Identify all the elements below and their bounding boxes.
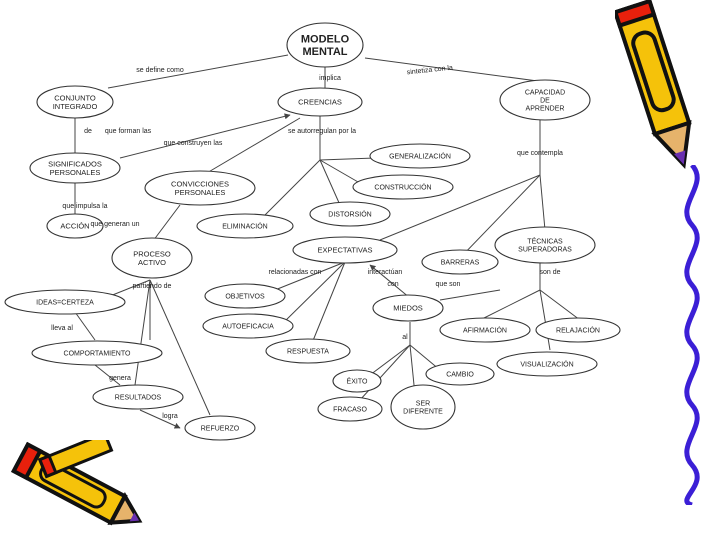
edge-label-que-construyen: que construyen las	[164, 140, 223, 147]
edge-label-que-generan: que generan un	[90, 221, 139, 228]
node-label: CAMBIO	[446, 371, 474, 378]
node-generalizacion: GENERALIZACIÓN	[370, 144, 470, 168]
node-label: ÉXITO	[347, 376, 368, 385]
node-visualizacion: VISUALIZACIÓN	[497, 352, 597, 376]
edge-label-genera: genera	[109, 375, 131, 382]
node-label: APRENDER	[526, 106, 565, 113]
node-label: TÉCNICAS	[527, 236, 563, 245]
edge-label-que-forman: que forman las	[105, 128, 152, 135]
edge-label-son-de: son de	[539, 269, 560, 276]
node-label: EXPECTATIVAS	[317, 246, 372, 255]
node-label: COMPORTAMIENTO	[64, 350, 131, 357]
edge-label-interactuan: interactúan	[368, 269, 403, 276]
node-label: AFIRMACIÓN	[463, 325, 507, 334]
node-label: ACTIVO	[138, 258, 166, 267]
node-label: OBJETIVOS	[225, 293, 265, 300]
node-label: SUPERADORAS	[518, 246, 572, 253]
node-miedos: MIEDOS	[373, 295, 443, 321]
edge-label-al: al	[402, 334, 408, 341]
node-label: PERSONALES	[50, 168, 101, 177]
node-significados: SIGNIFICADOSPERSONALES	[30, 153, 120, 183]
node-relajacion: RELAJACIÓN	[536, 318, 620, 342]
node-eliminacion: ELIMINACIÓN	[197, 214, 293, 238]
node-label: GENERALIZACIÓN	[389, 151, 451, 160]
node-label: DISTORSIÓN	[328, 209, 371, 218]
node-label: CREENCIAS	[298, 98, 342, 107]
node-label: MIEDOS	[393, 304, 423, 313]
node-label: MENTAL	[302, 46, 347, 58]
node-refuerzo: REFUERZO	[185, 416, 255, 440]
node-autoeficacia: AUTOEFICACIA	[203, 314, 293, 338]
node-label: CAPACIDAD	[525, 89, 565, 96]
node-cambio: CAMBIO	[426, 363, 494, 385]
node-barreras: BARRERAS	[422, 250, 498, 274]
node-objetivos: OBJETIVOS	[205, 284, 285, 308]
node-fracaso: FRACASO	[318, 397, 382, 421]
node-comportamiento: COMPORTAMIENTO	[32, 341, 162, 365]
edge-label-lleva-al: lleva al	[51, 325, 73, 332]
edge-label-relacionadas: relacionadas con	[269, 269, 322, 276]
edge-label-se-autorregulan: se autorregulan por la	[288, 128, 356, 135]
edge-label-con: con	[387, 281, 398, 288]
edge-label-se-define: se define como	[136, 67, 184, 74]
node-label: MODELO	[301, 34, 350, 46]
node-respuesta: RESPUESTA	[266, 339, 350, 363]
node-label: RELAJACIÓN	[556, 325, 600, 334]
node-label: INTEGRADO	[53, 102, 98, 111]
node-expectativas: EXPECTATIVAS	[293, 237, 397, 263]
node-label: DE	[540, 97, 550, 104]
node-creencias: CREENCIAS	[278, 88, 362, 116]
edge-label-sintetiza: sintetiza con la	[406, 65, 453, 77]
edge-label-logra: logra	[162, 413, 178, 420]
node-label: CONSTRUCCIÓN	[374, 182, 431, 191]
node-label: VISUALIZACIÓN	[520, 359, 573, 368]
node-label: AUTOEFICACIA	[222, 323, 274, 330]
edge-label-implica: implica	[319, 75, 341, 82]
node-label: RESULTADOS	[115, 394, 162, 401]
node-label: ACCIÓN	[60, 222, 89, 231]
edge-label-que-contempla: que contempla	[517, 150, 563, 157]
edge-label-de: de	[84, 128, 92, 135]
node-label: SER	[416, 400, 430, 407]
edge-label-que-impulsa: que impulsa la	[62, 203, 107, 210]
node-label: RESPUESTA	[287, 348, 329, 355]
node-exito: ÉXITO	[333, 370, 381, 392]
node-label: BARRERAS	[441, 259, 480, 266]
node-label: ELIMINACIÓN	[222, 221, 268, 230]
edge-label-que-son: que son	[436, 281, 461, 288]
node-capacidad: CAPACIDADDE APRENDER	[500, 80, 590, 120]
node-label: DIFERENTE	[403, 408, 443, 415]
node-label: FRACASO	[333, 406, 367, 413]
node-label: REFUERZO	[201, 425, 240, 432]
node-label: IDEAS=CERTEZA	[36, 299, 94, 306]
node-label: PERSONALES	[175, 188, 226, 197]
node-ideas: IDEAS=CERTEZA	[5, 290, 125, 314]
node-resultados: RESULTADOS	[93, 385, 183, 409]
node-afirmacion: AFIRMACIÓN	[440, 318, 530, 342]
node-construccion: CONSTRUCCIÓN	[353, 175, 453, 199]
node-distorsion: DISTORSIÓN	[310, 202, 390, 226]
edge-label-partiendo: partiendo de	[133, 283, 172, 290]
